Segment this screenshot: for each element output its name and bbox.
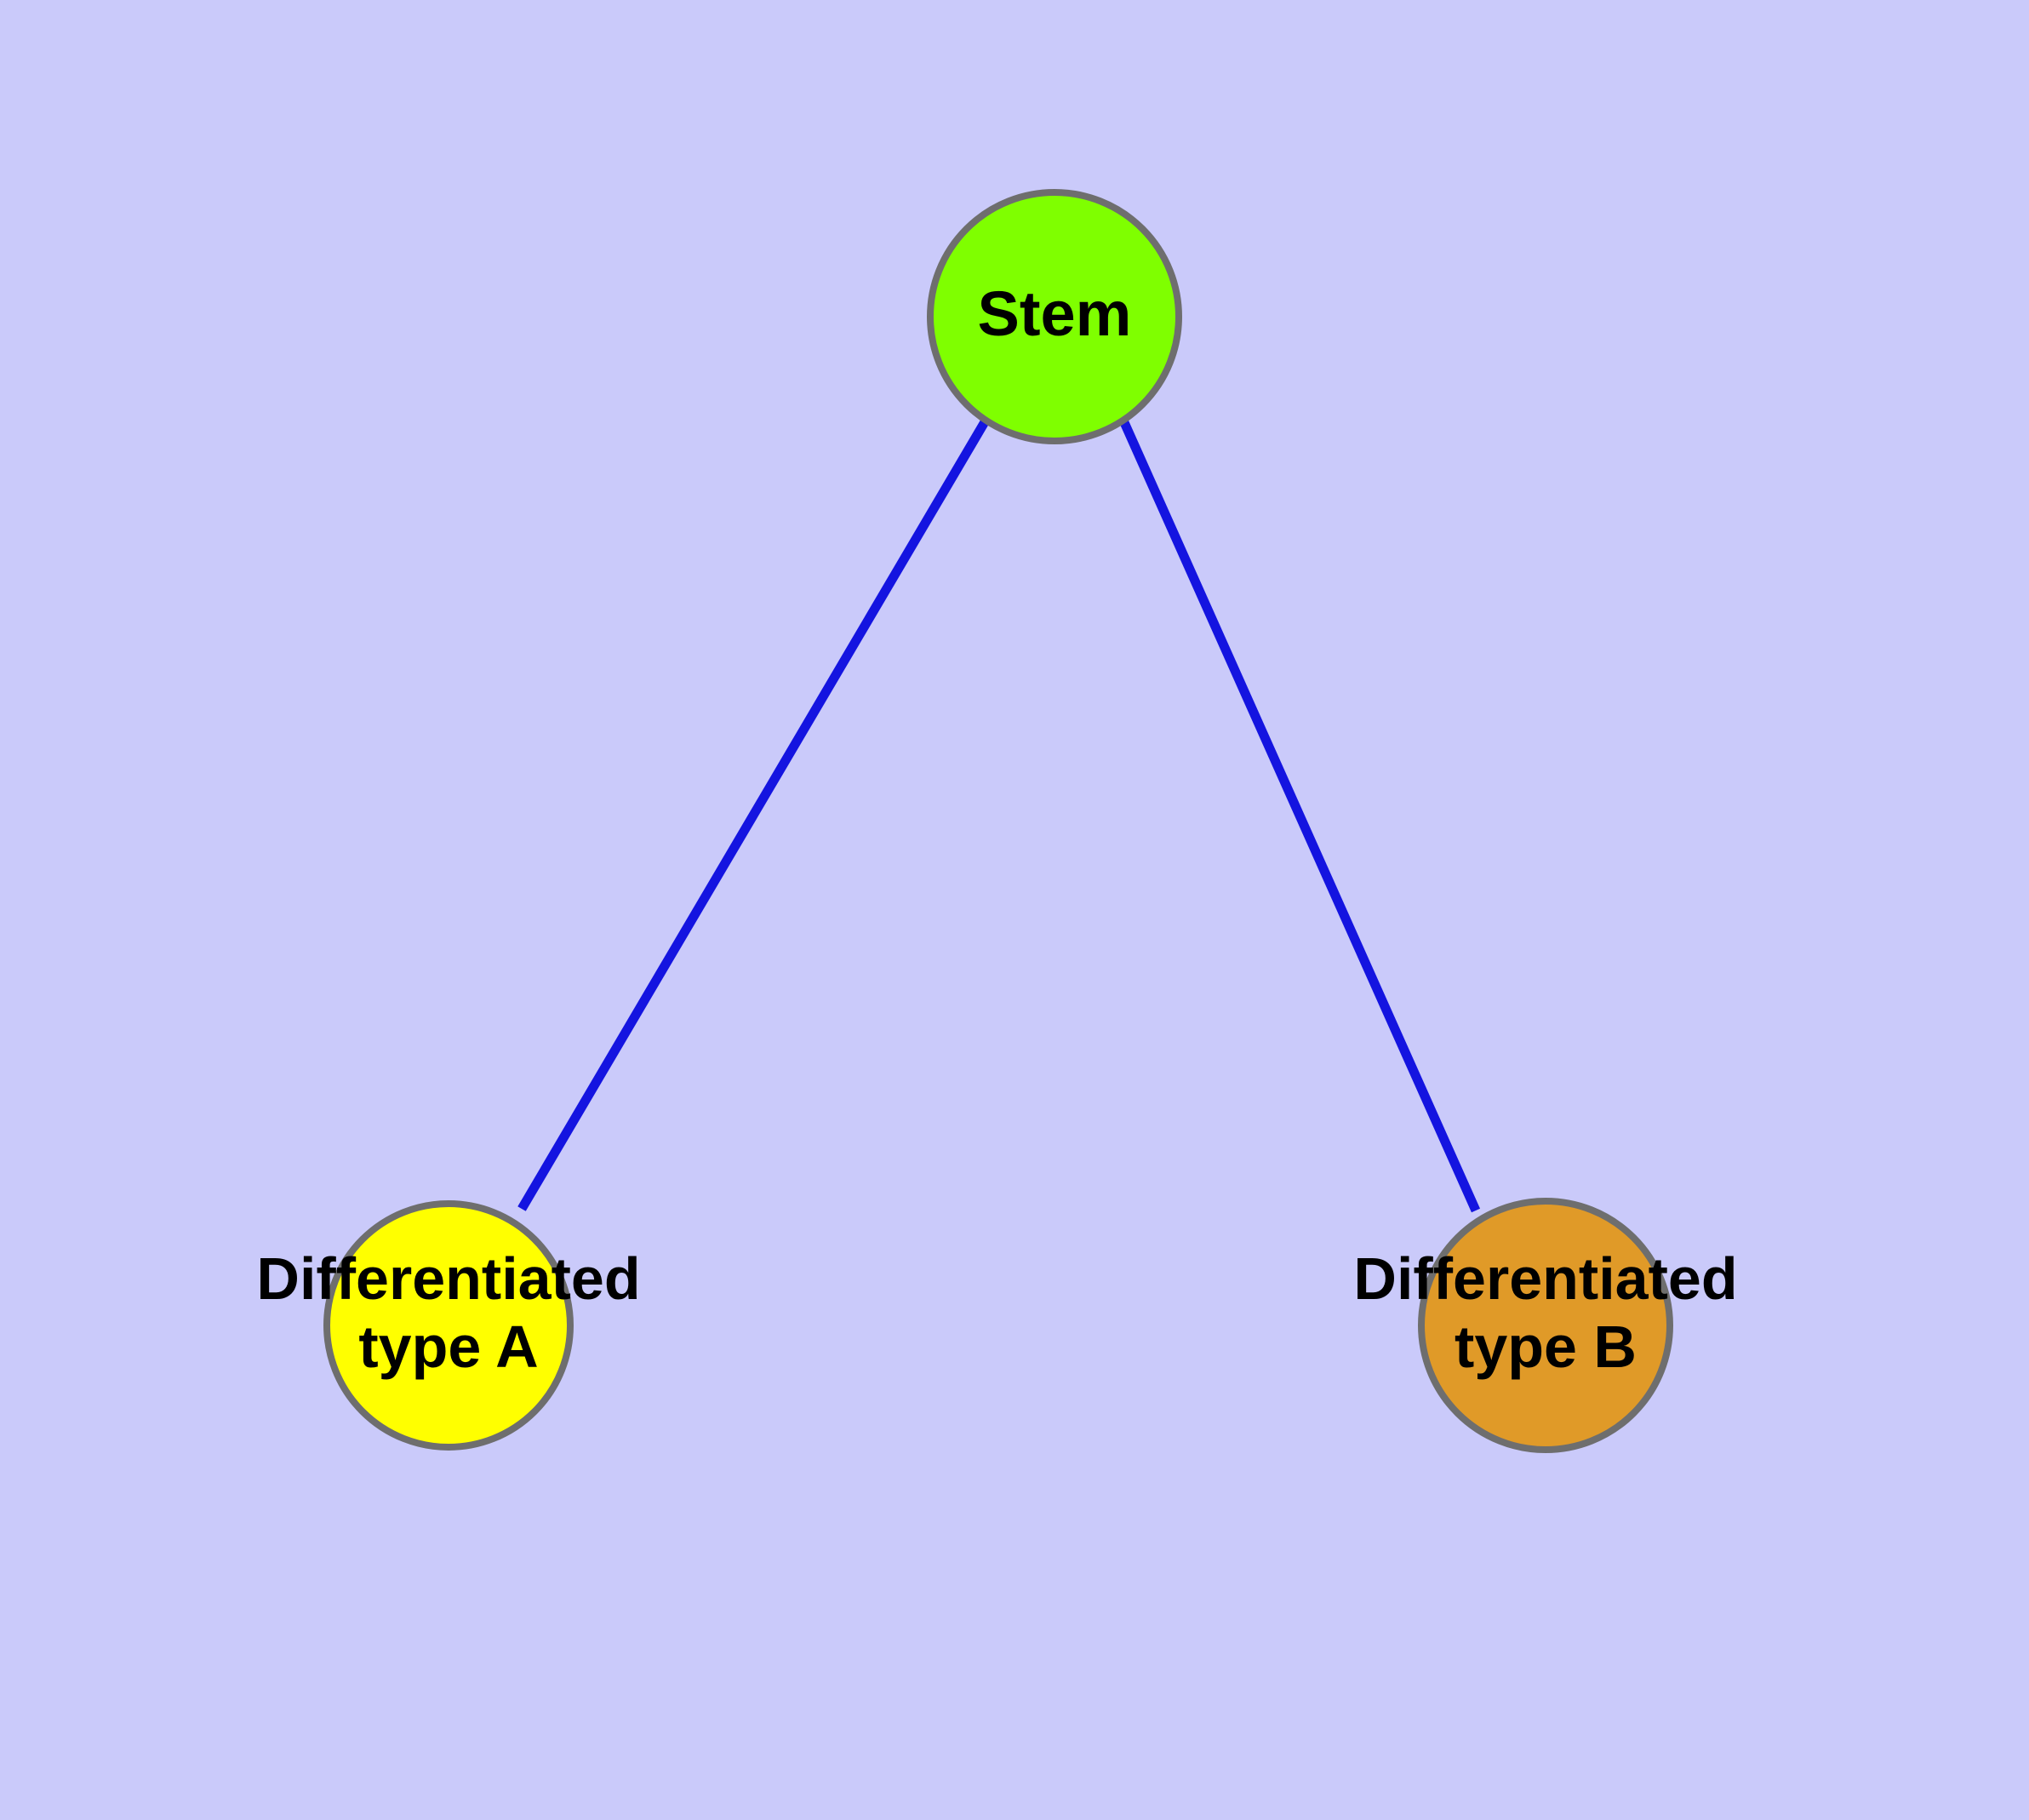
node-layer [323, 189, 1673, 1453]
edge-stem-to-differentiated-type-b[interactable] [1118, 418, 1481, 1213]
node-differentiated-type-a[interactable] [323, 1200, 574, 1451]
edge-layer [517, 418, 1481, 1213]
edge-stem-to-differentiated-type-a[interactable] [517, 418, 990, 1211]
node-differentiated-type-b[interactable] [1418, 1198, 1673, 1453]
node-stem[interactable] [927, 189, 1182, 444]
